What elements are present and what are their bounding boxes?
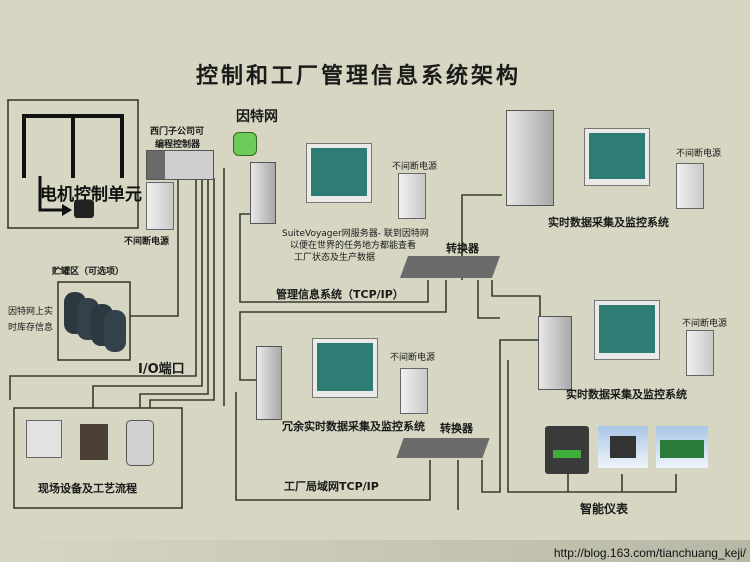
mis-switch-icon [399,256,501,278]
field-equipment-label: 现场设备及工艺流程 [38,482,137,495]
scada-right-tower-icon [538,316,572,390]
plc-label-1: 西门子公司可 [150,127,205,137]
plc-ups-icon [146,182,174,230]
storage-note-1: 因特网上实 [8,307,54,317]
instrument-1-icon [545,426,589,474]
web-server-caption-1: SuiteVoyager网服务器- 联到因特网 [282,229,429,239]
lan-switch-label: 转换器 [440,422,473,435]
scada-right-ups-label: 不间断电源 [682,319,728,329]
storage-note-2: 时库存信息 [8,323,54,333]
web-server-monitor-icon [306,143,372,203]
plc-ups-label: 不间断电源 [124,237,170,247]
plant-lan-label: 工厂局域网TCP/IP [284,480,379,493]
web-server-ups-label: 不间断电源 [392,162,438,172]
redundant-ups-label: 不间断电源 [390,353,436,363]
web-server-tower-icon [250,162,276,224]
mis-switch-label: 转换器 [446,242,479,255]
scada-right-monitor-icon [594,300,660,360]
motor-unit-label: 电机控制单元 [40,185,142,205]
scada-right-label: 实时数据采集及监控系统 [566,388,687,401]
scada-top-tower-icon [506,110,554,206]
instrument-2-icon [598,426,648,468]
plc-icon [146,150,214,180]
web-server-caption-2: 以便在世界的任务地方都能查看 [290,241,417,251]
scada-top-ups-label: 不间断电源 [676,149,722,159]
internet-label: 因特网 [236,109,278,125]
scada-top-monitor-icon [584,128,650,186]
web-server-ups-icon [398,173,426,219]
analyzer-icon [126,420,154,466]
redundant-tower-icon [256,346,282,420]
io-port-label: I/O端口 [138,362,185,377]
diagram-title: 控制和工厂管理信息系统架构 [196,63,522,89]
internet-cloud-icon [233,132,257,156]
redundant-ups-icon [400,368,428,414]
plc-label-2: 编程控制器 [155,140,201,150]
flow-meter-icon [80,424,108,460]
footer-band [0,540,750,562]
instrument-3-icon [656,426,708,468]
storage-label: 贮罐区（可选项） [52,267,125,277]
lan-switch-icon [396,438,490,458]
redundant-scada-label: 冗余实时数据采集及监控系统 [282,420,425,433]
storage-tanks-icon [64,292,126,354]
mis-network-label: 管理信息系统（TCP/IP） [276,288,404,301]
web-server-caption-3: 工厂状态及生产数据 [294,253,376,263]
transmitter-icon [26,420,62,458]
motor-icon [74,200,94,218]
scada-top-ups-icon [676,163,704,209]
instruments-label: 智能仪表 [580,502,629,516]
redundant-monitor-icon [312,338,378,398]
watermark-url: http://blog.163.com/tianchuang_keji/ [553,546,746,560]
scada-top-label: 实时数据采集及监控系统 [548,216,669,229]
scada-right-ups-icon [686,330,714,376]
